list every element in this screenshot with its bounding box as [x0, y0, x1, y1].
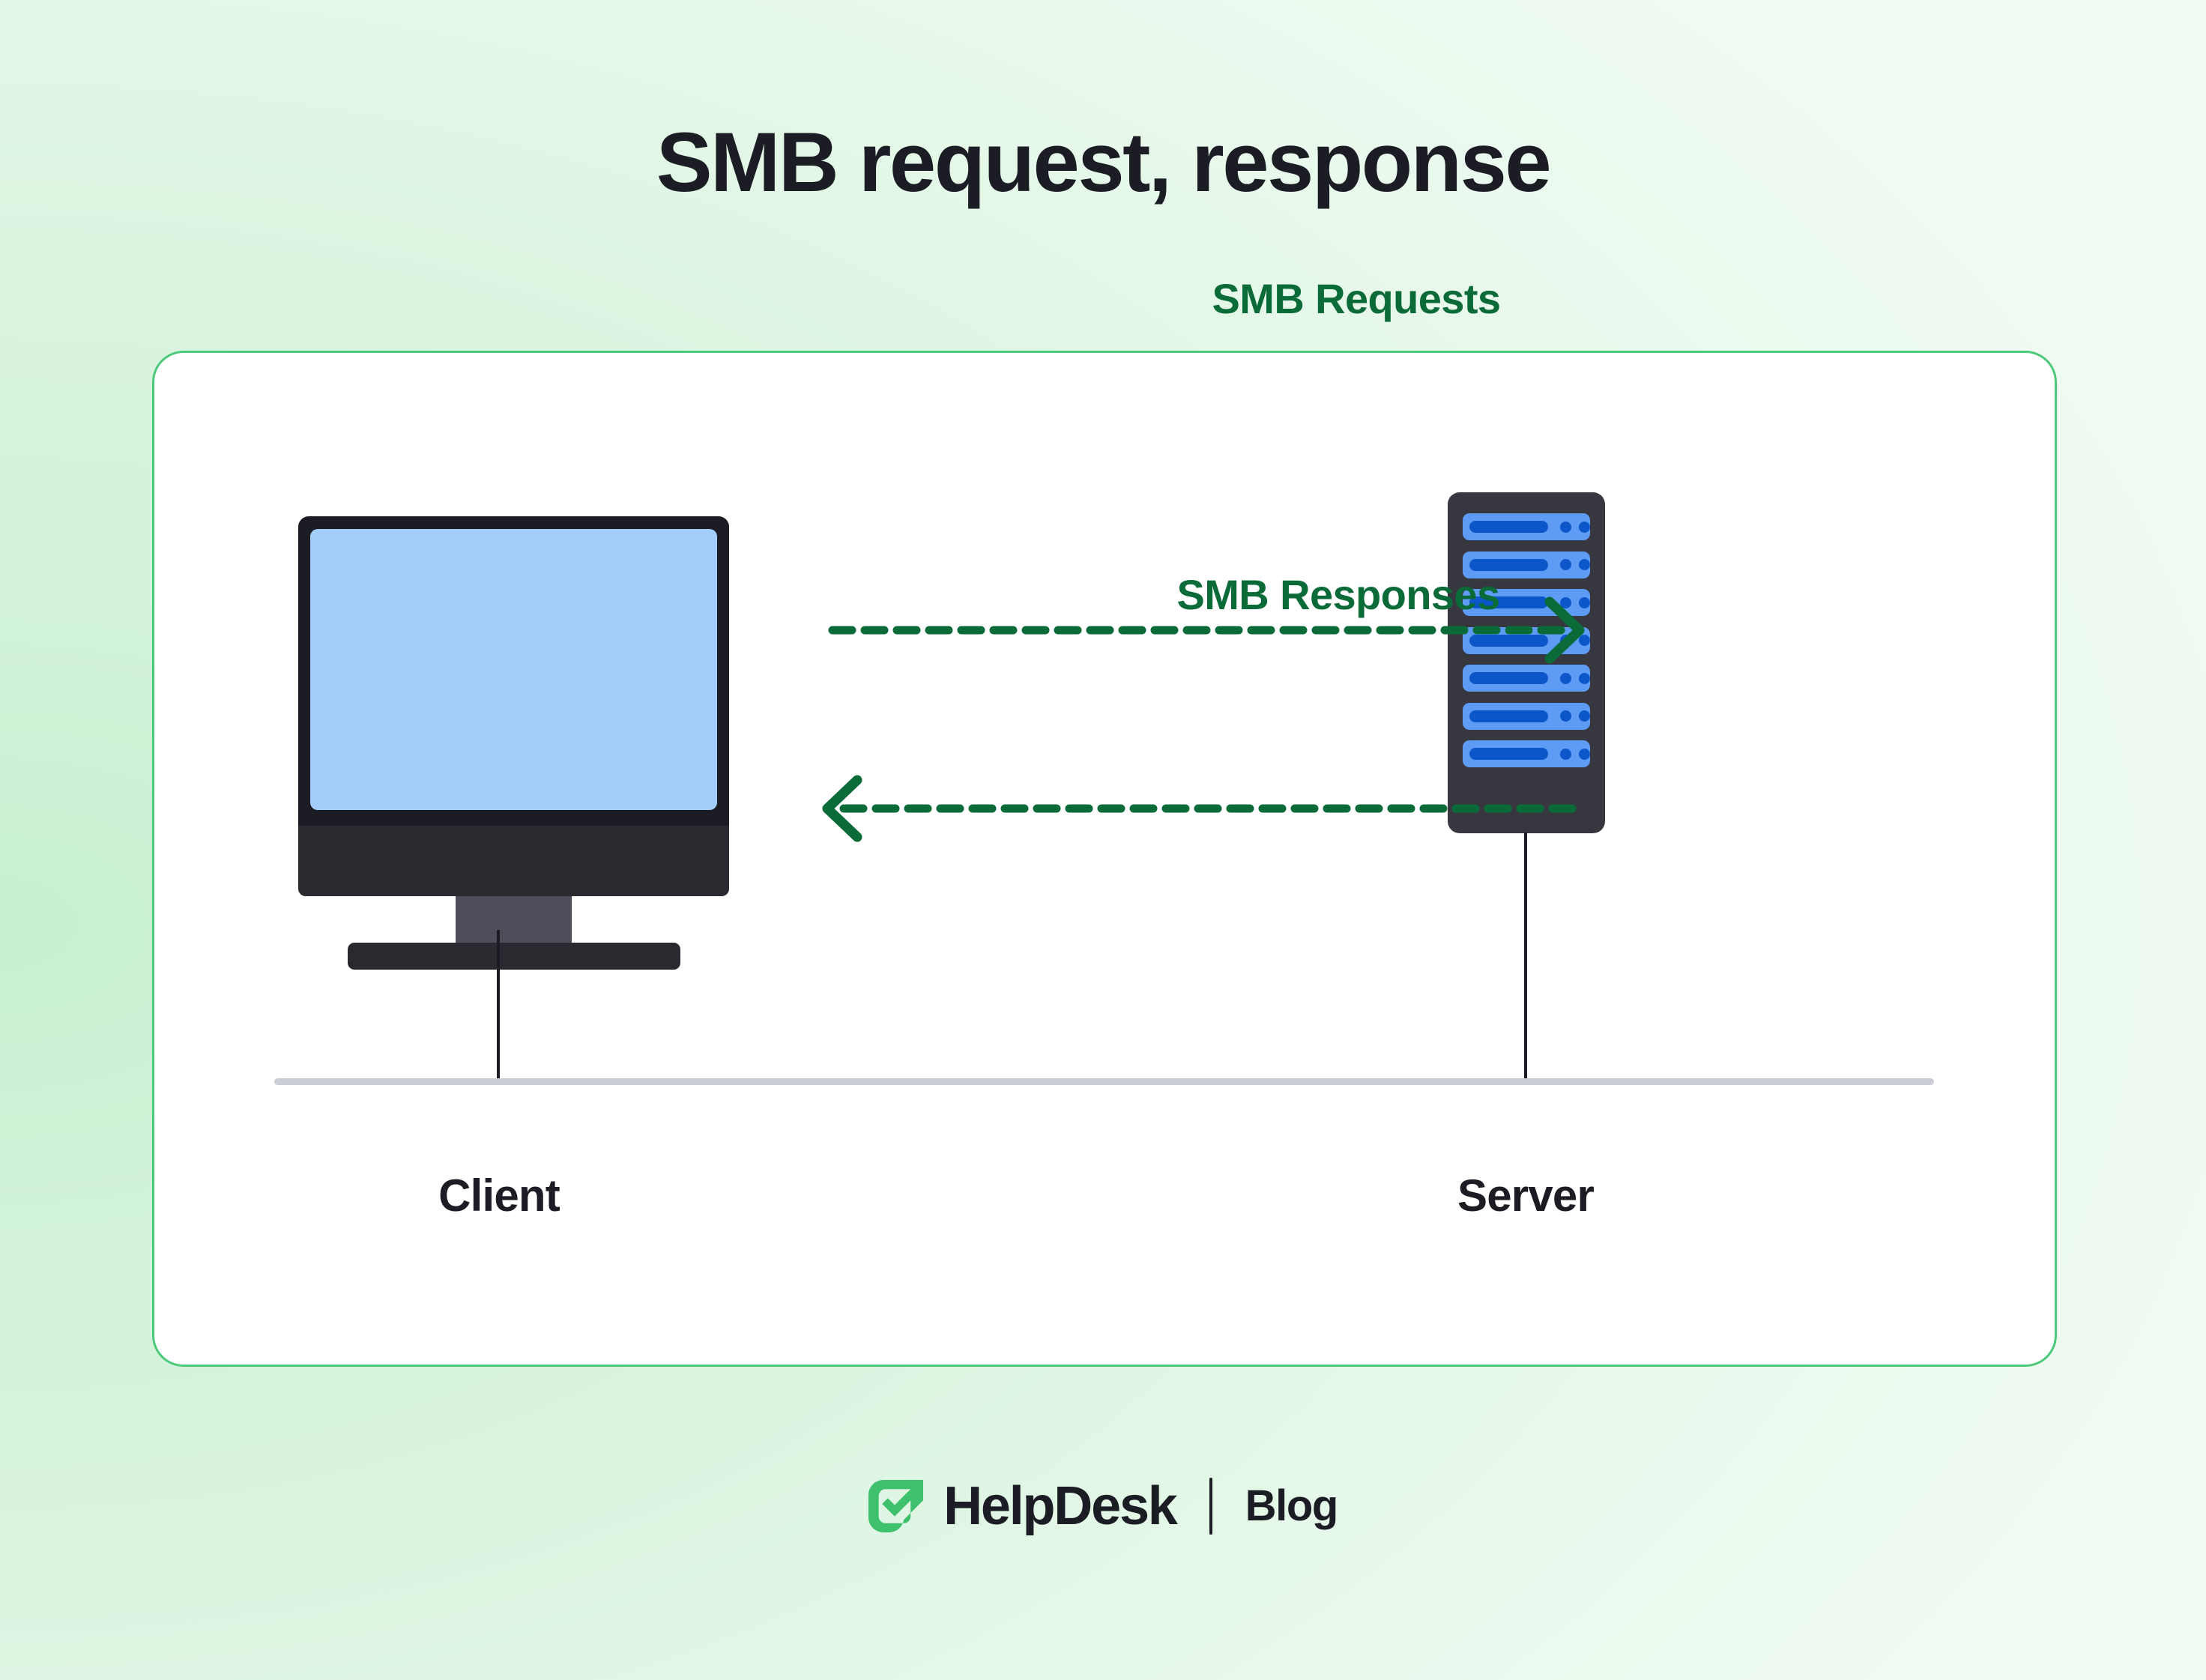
responses-arrowhead-icon: [822, 775, 862, 842]
server-slot-dot: [1579, 635, 1590, 646]
server-slot-dot: [1579, 559, 1590, 570]
helpdesk-check-logo-icon: [868, 1480, 924, 1532]
brand-name: HelpDesk: [943, 1476, 1178, 1536]
server-slot-dot: [1579, 672, 1590, 684]
server-slot: [1463, 551, 1590, 578]
brand-divider: [1209, 1478, 1212, 1535]
baseline-rule: [274, 1078, 1934, 1085]
monitor-neck: [422, 896, 605, 945]
server-slot-dot: [1560, 521, 1571, 533]
server-slot-dot: [1560, 635, 1571, 646]
footer-branding: HelpDesk Blog: [0, 1478, 2206, 1535]
diagram-card: SMB Requests SMB Responses Client Server: [152, 275, 2057, 1367]
server-slot-bar: [1469, 748, 1548, 760]
server-slot-dot: [1560, 672, 1571, 684]
server-slot-dot: [1579, 710, 1590, 722]
brand-section: Blog: [1245, 1481, 1339, 1530]
server-slot-bar: [1469, 710, 1548, 722]
server-slot: [1463, 740, 1590, 767]
server-slot-dot: [1579, 748, 1590, 760]
server-connector-line: [1524, 833, 1527, 1080]
monitor-base: [348, 943, 680, 970]
server-slot: [1463, 665, 1590, 692]
server-slot-dot: [1579, 596, 1590, 608]
client-label: Client: [438, 1170, 560, 1221]
server-slot-dot: [1560, 559, 1571, 570]
page-title: SMB request, response: [656, 115, 1552, 209]
server-slot: [1463, 513, 1590, 540]
server-slot-bar: [1469, 672, 1548, 684]
server-slot: [1463, 626, 1590, 654]
client-connector-line: [497, 930, 500, 1080]
monitor-screen: [310, 529, 717, 810]
server-slot-dot: [1579, 521, 1590, 533]
server-slot-bar: [1469, 596, 1548, 608]
smb-requests-label: SMB Requests: [1212, 275, 1501, 322]
server-slot-bar: [1469, 521, 1548, 533]
server-slot-dot: [1560, 710, 1571, 722]
server-node: [1448, 492, 1605, 833]
desktop-monitor-icon: [298, 516, 729, 826]
monitor-chin: [298, 826, 729, 896]
server-slot-list: [1463, 513, 1590, 767]
server-slot-bar: [1469, 558, 1548, 571]
client-node: [268, 516, 733, 970]
server-slot-dot: [1560, 596, 1571, 608]
server-slot-bar: [1469, 634, 1548, 647]
server-label: Server: [1457, 1170, 1595, 1221]
server-slot: [1463, 702, 1590, 730]
server-slot: [1463, 589, 1590, 616]
server-slot-dot: [1560, 748, 1571, 760]
